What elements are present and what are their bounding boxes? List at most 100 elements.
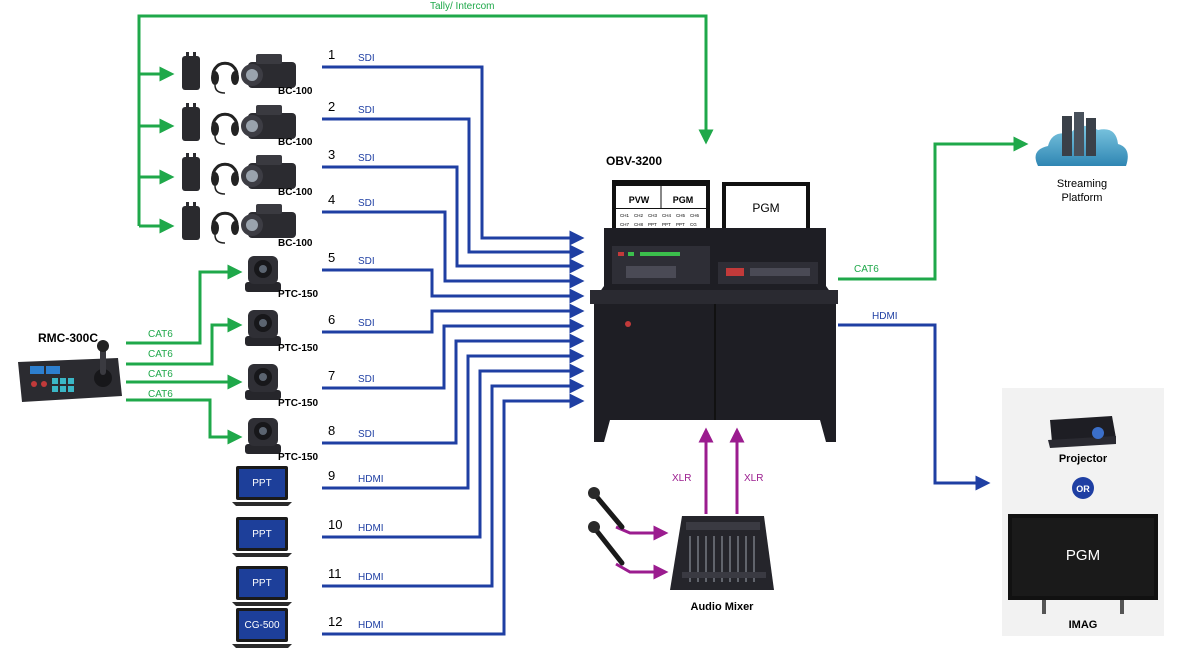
device-label-1: BC-100	[278, 86, 313, 97]
pgm-small-label: PGM	[673, 195, 694, 205]
cat6-label-4: CAT6	[148, 389, 173, 400]
device-label-4: BC-100	[278, 238, 313, 249]
input-number-10: 10	[328, 517, 342, 532]
input-line-5	[322, 268, 585, 304]
mv-cell: CH3	[648, 213, 657, 218]
laptop-icon	[232, 608, 292, 648]
input-line-8	[322, 333, 585, 445]
cloud-server-icon	[1035, 112, 1128, 166]
headset-icon	[211, 61, 239, 94]
mv-cell: CH8	[634, 222, 643, 227]
input-line-7	[322, 318, 585, 390]
device-label-8: PTC-150	[278, 452, 318, 463]
microphone-icon	[588, 521, 625, 566]
mv-cell: CH5	[676, 213, 685, 218]
camera-icon	[241, 105, 296, 139]
input-number-11: 11	[328, 566, 342, 581]
mv-cell: CH6	[690, 213, 699, 218]
input-line-10	[322, 363, 585, 539]
obv-console	[590, 180, 838, 442]
input-type-8: SDI	[358, 429, 375, 440]
controller-icon	[18, 340, 122, 402]
intercom-beltpack-icon	[182, 157, 200, 191]
input-number-9: 9	[328, 468, 335, 483]
tally-intercom-link	[137, 14, 714, 234]
cat6-label-1: CAT6	[148, 329, 173, 340]
input-line-9	[322, 348, 585, 490]
input-number-4: 4	[328, 192, 335, 207]
ptz-camera-icon	[245, 256, 281, 292]
device-label-6: PTC-150	[278, 343, 318, 354]
imag-screen-icon	[1008, 514, 1158, 614]
laptop-screen-label-12: CG-500	[244, 620, 279, 631]
bc100-unit-1	[182, 52, 296, 94]
xlr-label-right: XLR	[744, 473, 763, 484]
input-line-3	[322, 165, 585, 274]
input-number-2: 2	[328, 99, 335, 114]
input-labels: 1 SDI 2 SDI 3 SDI 4 SDI 5 SDI 6 SDI 7 SD…	[328, 47, 384, 631]
input-line-4	[322, 210, 585, 289]
ptz-camera-icon	[245, 364, 281, 400]
input-lines	[322, 65, 585, 636]
input-number-1: 1	[328, 47, 335, 62]
input-number-6: 6	[328, 312, 335, 327]
input-line-6	[322, 303, 585, 334]
input-type-11: HDMI	[358, 572, 384, 583]
input-number-8: 8	[328, 423, 335, 438]
intercom-beltpack-icon	[182, 206, 200, 240]
hdmi-out-link	[838, 323, 991, 491]
laptop-icon	[232, 517, 292, 557]
device-label-7: PTC-150	[278, 398, 318, 409]
device-label-5: PTC-150	[278, 289, 318, 300]
or-badge	[1072, 477, 1094, 499]
obv-title: OBV-3200	[606, 154, 662, 168]
laptop-screen-label-9: PPT	[252, 478, 271, 489]
camera-icon	[241, 155, 296, 189]
device-label-2: BC-100	[278, 137, 313, 148]
input-type-12: HDMI	[358, 620, 384, 631]
imag-label: IMAG	[1069, 619, 1098, 631]
input-type-1: SDI	[358, 53, 375, 64]
mv-cell: CG	[690, 222, 697, 227]
stream-label-line2: Platform	[1062, 192, 1103, 204]
camera-icon	[241, 54, 296, 88]
imag-screen-label: PGM	[1066, 547, 1100, 564]
cat6-label-3: CAT6	[148, 369, 173, 380]
pvw-label: PVW	[629, 195, 650, 205]
headset-icon	[211, 211, 239, 244]
tally-label: Tally/ Intercom	[430, 1, 494, 12]
projector-icon	[1048, 416, 1116, 448]
ptz-camera-icon	[245, 418, 281, 454]
intercom-beltpack-icon	[182, 56, 200, 90]
input-number-3: 3	[328, 147, 335, 162]
input-number-12: 12	[328, 614, 342, 629]
mv-cell: CH7	[620, 222, 629, 227]
input-type-6: SDI	[358, 318, 375, 329]
mv-cell: CH1	[620, 213, 629, 218]
input-type-7: SDI	[358, 374, 375, 385]
input-line-11	[322, 378, 585, 588]
input-type-5: SDI	[358, 256, 375, 267]
input-type-3: SDI	[358, 153, 375, 164]
input-number-7: 7	[328, 368, 335, 383]
mixer-label: Audio Mixer	[691, 601, 755, 613]
cat6-label-2: CAT6	[148, 349, 173, 360]
laptop-icon	[232, 566, 292, 606]
input-line-2	[322, 117, 585, 260]
stream-link	[838, 136, 1029, 281]
or-label: OR	[1076, 484, 1090, 494]
xlr-label-left: XLR	[672, 473, 691, 484]
pgm-big-label: PGM	[752, 201, 779, 215]
laptop-screen-label-11: PPT	[252, 578, 271, 589]
input-number-5: 5	[328, 250, 335, 265]
camera-icon	[241, 204, 296, 238]
multiview-grid: CH1 CH2 CH3 CH4 CH5 CH6 CH7 CH8 PPT PPT …	[620, 213, 699, 227]
input-type-10: HDMI	[358, 523, 384, 534]
microphone-icon	[588, 487, 625, 530]
input-line-1	[322, 65, 585, 246]
cat6-control-links	[126, 264, 243, 445]
mv-cell: PPT	[662, 222, 671, 227]
stream-cat6-label: CAT6	[854, 264, 879, 275]
headset-icon	[211, 162, 239, 195]
